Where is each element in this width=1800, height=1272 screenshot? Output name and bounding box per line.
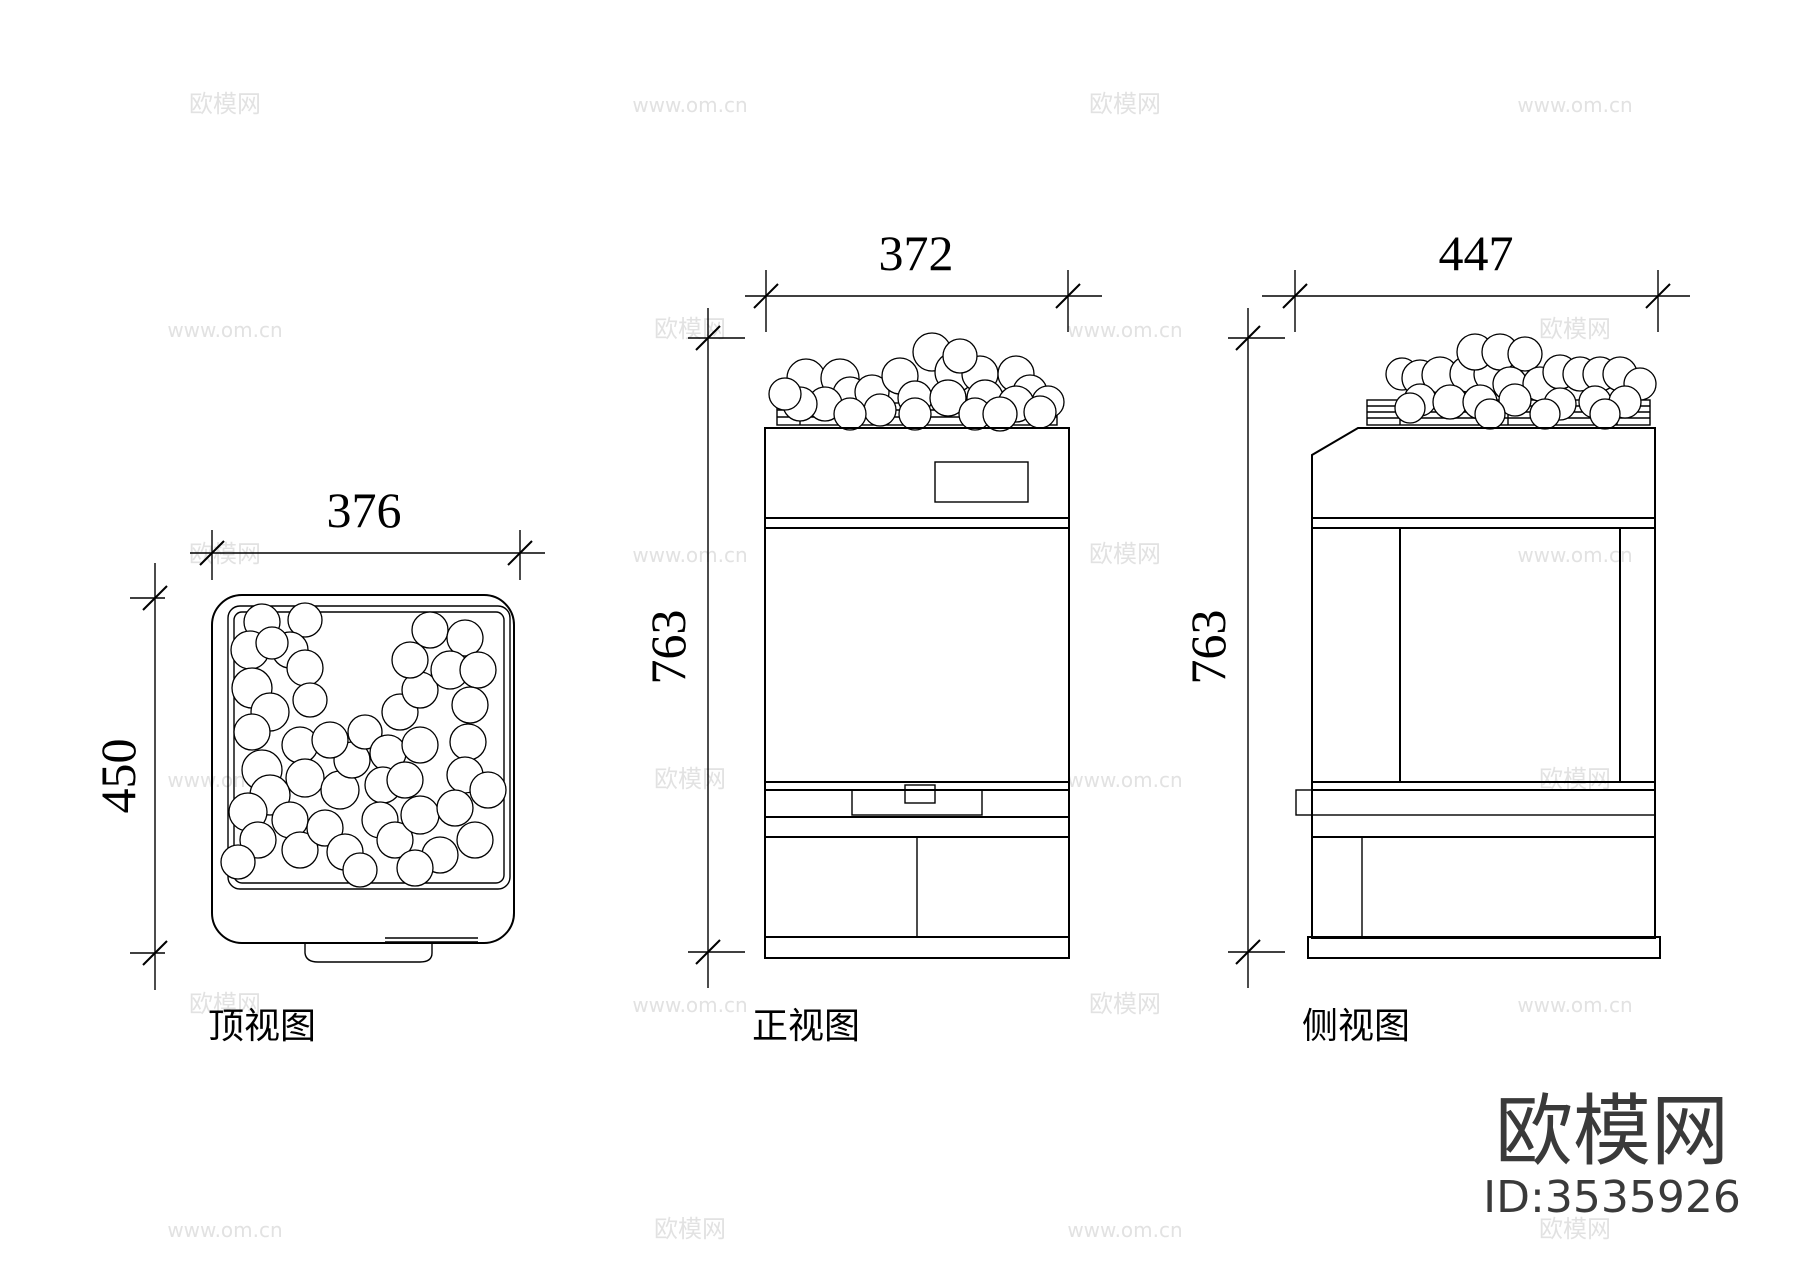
sauna-stone xyxy=(386,761,424,799)
sauna-stone xyxy=(411,611,449,649)
sauna-stone xyxy=(255,626,289,660)
front-view-width-dimension: 372 xyxy=(745,225,1102,332)
sauna-stone xyxy=(1432,384,1468,420)
sauna-stone xyxy=(446,619,484,657)
brand-id: ID:3535926 xyxy=(1483,1172,1741,1223)
side-view-label: 侧视图 xyxy=(1302,1006,1410,1047)
front-view-control-box xyxy=(851,789,983,816)
watermark-url: www.om.cn xyxy=(1067,1218,1182,1242)
watermark-site-name: 欧模网 xyxy=(1089,990,1161,1018)
top-view-width-value: 376 xyxy=(327,482,402,538)
watermark-url: www.om.cn xyxy=(1517,543,1632,567)
sauna-stone xyxy=(347,714,383,750)
watermark-url: www.om.cn xyxy=(1067,768,1182,792)
side-view-width-value: 447 xyxy=(1439,225,1514,281)
watermark-url: www.om.cn xyxy=(632,93,747,117)
watermark-url: www.om.cn xyxy=(632,543,747,567)
watermark-site-name: 欧模网 xyxy=(1539,315,1611,343)
sauna-stone xyxy=(1394,392,1426,424)
sauna-stone xyxy=(459,651,497,689)
top-view-depth-dimension: 450 xyxy=(90,563,168,990)
top-view-stones xyxy=(220,602,507,888)
sauna-stone xyxy=(768,377,802,411)
front-view-stones xyxy=(768,332,1065,432)
sauna-stone xyxy=(469,771,507,809)
watermark-site-name: 欧模网 xyxy=(654,315,726,343)
sauna-stone xyxy=(342,852,378,888)
sauna-stone xyxy=(449,723,487,761)
side-view-height-value: 763 xyxy=(1180,610,1236,685)
sauna-stone xyxy=(396,849,434,887)
sauna-stone xyxy=(401,726,439,764)
watermark-site-name: 欧模网 xyxy=(1089,540,1161,568)
sauna-stone xyxy=(1529,398,1561,430)
watermark-site-name: 欧模网 xyxy=(189,90,261,118)
sauna-stone xyxy=(942,338,978,374)
watermark-url: www.om.cn xyxy=(167,1218,282,1242)
sauna-stone xyxy=(833,397,867,431)
sauna-stone xyxy=(898,397,932,431)
front-view-label: 正视图 xyxy=(752,1006,860,1047)
watermark-url: www.om.cn xyxy=(1517,993,1632,1017)
top-view-stone-tray xyxy=(227,605,511,890)
side-view: 447 763 侧视图 xyxy=(1180,225,1690,1047)
sauna-stone xyxy=(376,821,414,859)
side-view-stones xyxy=(1385,333,1657,430)
side-view-body xyxy=(1311,427,1656,939)
sauna-stone xyxy=(451,686,489,724)
sauna-stone xyxy=(1589,398,1621,430)
watermark-site-name: 欧模网 xyxy=(189,990,261,1018)
top-view: 376 450 顶视图 xyxy=(90,482,545,1047)
side-view-height-dimension: 763 xyxy=(1180,308,1285,988)
sauna-stone xyxy=(311,721,349,759)
watermark-site-name: 欧模网 xyxy=(1539,1215,1611,1243)
watermark-site-name: 欧模网 xyxy=(654,1215,726,1243)
side-view-width-dimension: 447 xyxy=(1262,225,1690,332)
watermark-site-name: 欧模网 xyxy=(654,765,726,793)
sauna-stone xyxy=(287,602,323,638)
sauna-stone xyxy=(982,396,1018,432)
sauna-stone xyxy=(1474,398,1506,430)
brand-block: 欧模网 ID:3535926 xyxy=(1483,1087,1741,1223)
sauna-stone xyxy=(220,844,256,880)
sauna-stone xyxy=(436,789,474,827)
top-view-body xyxy=(211,594,515,944)
sauna-stone xyxy=(233,713,271,751)
sauna-stone xyxy=(400,795,440,835)
front-view-display-panel xyxy=(934,461,1029,503)
watermark-url: www.om.cn xyxy=(167,318,282,342)
front-view-width-value: 372 xyxy=(879,225,954,281)
sauna-stone xyxy=(929,379,967,417)
watermark-url: www.om.cn xyxy=(1517,93,1632,117)
brand-logo-text: 欧模网 xyxy=(1495,1087,1729,1177)
sauna-stone xyxy=(281,831,319,869)
front-view-height-value: 763 xyxy=(640,610,696,685)
watermark-url: www.om.cn xyxy=(1067,318,1182,342)
sauna-stone xyxy=(292,682,328,718)
sauna-stone xyxy=(1498,383,1532,417)
sauna-stone xyxy=(286,649,324,687)
sauna-stone xyxy=(391,641,429,679)
watermark-url: www.om.cn xyxy=(632,993,747,1017)
sauna-stone xyxy=(285,758,325,798)
sauna-stone xyxy=(863,393,897,427)
front-view-body xyxy=(764,427,1070,959)
top-view-depth-value: 450 xyxy=(90,739,146,814)
top-view-control-panel xyxy=(304,943,433,963)
front-view-height-dimension: 763 xyxy=(640,308,745,988)
sauna-stone xyxy=(456,821,494,859)
top-view-label: 顶视图 xyxy=(208,1006,316,1047)
sauna-stone xyxy=(1507,336,1543,372)
sauna-stone xyxy=(1023,395,1057,429)
watermark-site-name: 欧模网 xyxy=(1539,765,1611,793)
watermark-site-name: 欧模网 xyxy=(1089,90,1161,118)
front-view: 372 763 xyxy=(640,225,1102,1047)
top-view-width-dimension: 376 xyxy=(190,482,545,580)
